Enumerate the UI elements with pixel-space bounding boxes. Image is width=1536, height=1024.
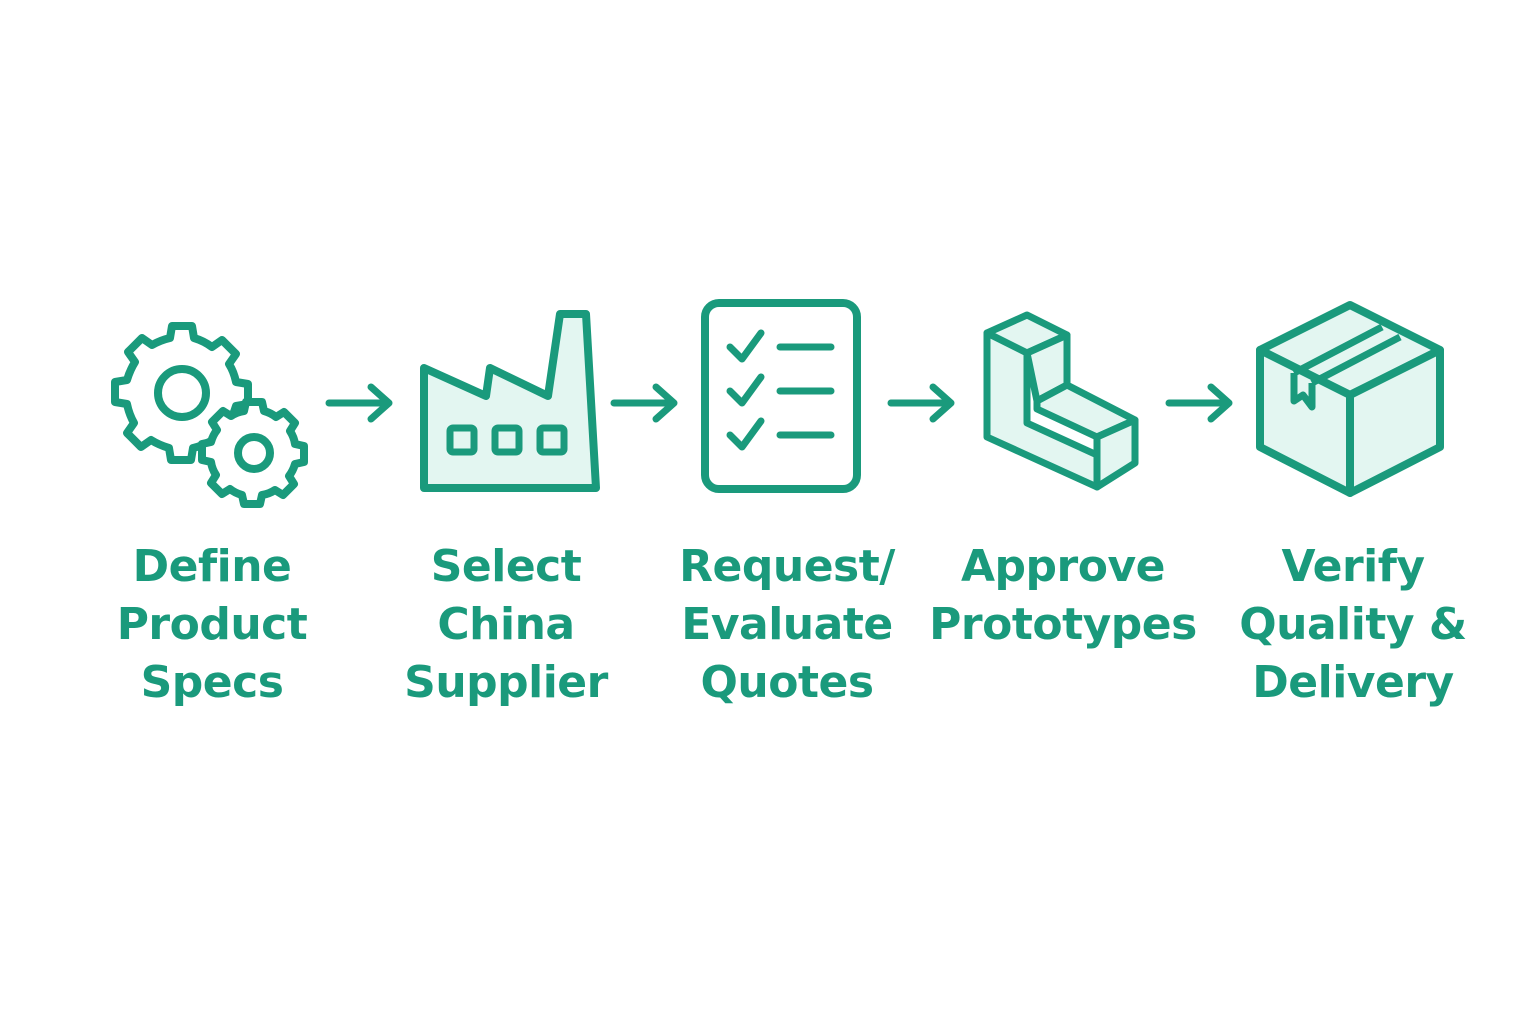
step-label-approve-prototypes: Approve Prototypes — [913, 538, 1213, 654]
label-line: Approve — [961, 541, 1166, 592]
label-line: China — [437, 599, 575, 650]
step-label-select-china-supplier: Select China Supplier — [356, 538, 656, 712]
package-box-icon — [1250, 295, 1450, 505]
arrow-right-icon — [1165, 382, 1237, 429]
label-line: Delivery — [1252, 657, 1454, 708]
label-line: Request/ — [679, 541, 895, 592]
checklist-icon — [695, 295, 870, 500]
label-line: Supplier — [404, 657, 608, 708]
arrow-right-icon — [887, 382, 959, 429]
factory-icon — [410, 300, 610, 500]
label-line: Select — [430, 541, 582, 592]
label-line: Product — [116, 599, 308, 650]
arrow-right-icon — [325, 382, 397, 429]
label-line: Verify — [1281, 541, 1425, 592]
label-line: Specs — [140, 657, 284, 708]
label-line: Quality & — [1239, 599, 1467, 650]
label-line: Prototypes — [929, 599, 1197, 650]
label-line: Define — [132, 541, 292, 592]
label-line: Quotes — [700, 657, 874, 708]
label-line: Evaluate — [681, 599, 893, 650]
step-label-verify-quality-delivery: Verify Quality & Delivery — [1203, 538, 1503, 712]
arrow-right-icon — [610, 382, 682, 429]
step-label-define-product-specs: Define Product Specs — [62, 538, 362, 712]
prototype-block-icon — [975, 305, 1150, 500]
step-label-request-evaluate-quotes: Request/ Evaluate Quotes — [637, 538, 937, 712]
gears-icon — [100, 310, 315, 510]
